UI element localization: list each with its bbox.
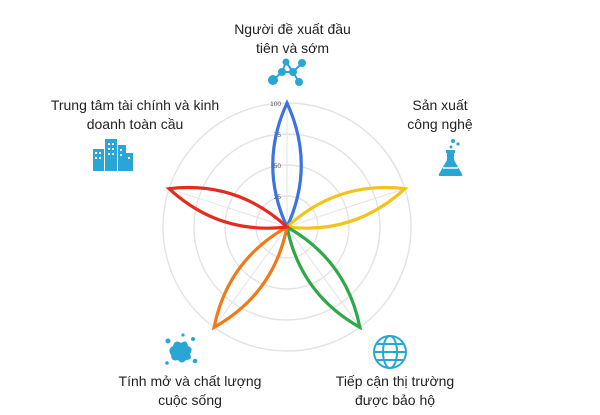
grid-spoke (286, 188, 406, 228)
tick-label-50: 50 (274, 163, 282, 170)
radar-grid (162, 102, 412, 352)
buildings-icon (93, 139, 133, 171)
category-label-tech-production: Sản xuất công nghệ (407, 97, 473, 132)
category-label-market-access: Tiếp cận thị trường được bảo hộ (335, 373, 455, 408)
category-label-openness: Tính mở và chất lượng cuộc sống (118, 373, 262, 408)
flask-icon (438, 139, 463, 176)
petal-globe (284, 223, 363, 331)
grid-spoke (286, 226, 361, 328)
tick-label-100: 100 (270, 101, 281, 108)
petal-splash (211, 223, 290, 331)
category-label-early-adopter: Người đề xuất đầu tiên và sớm (234, 21, 351, 56)
grid-spoke (168, 188, 288, 228)
globe-icon (373, 335, 407, 369)
petal-series (165, 99, 409, 331)
petal-flask (283, 185, 409, 230)
petal-buildings (165, 185, 291, 230)
grid-spoke (213, 226, 288, 328)
petal-network (271, 99, 303, 231)
category-label-finance-hub: Trung tâm tài chính và kinh doanh toàn c… (50, 97, 220, 132)
network-icon (268, 58, 306, 86)
splash-icon (165, 333, 198, 365)
